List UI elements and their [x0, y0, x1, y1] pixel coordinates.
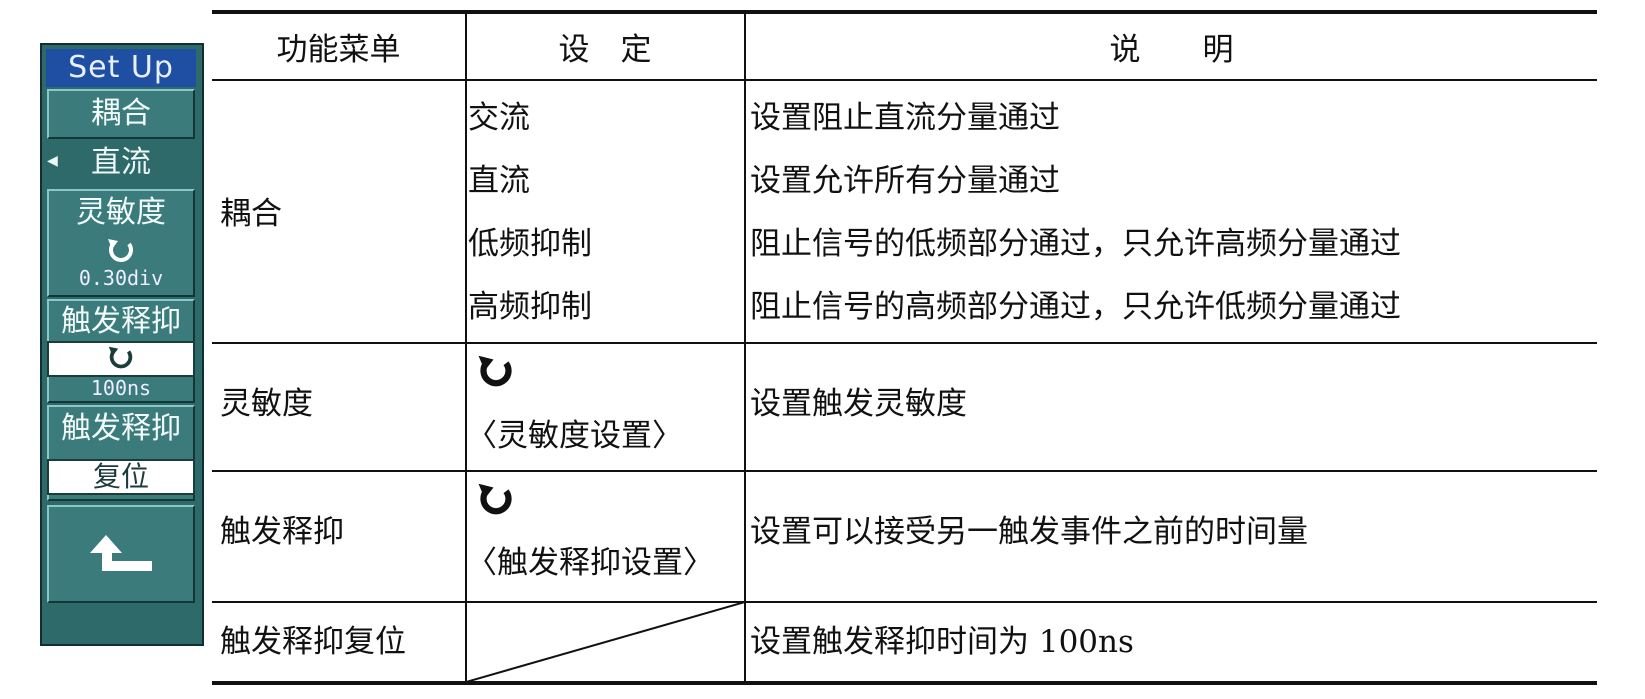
- desc-dc: 设置允许所有分量通过: [750, 163, 1060, 199]
- row-menu-holdoff: 触发释抑: [220, 514, 344, 550]
- holdoff-reset-label: 触发释抑: [61, 411, 181, 446]
- column-divider: [465, 10, 467, 685]
- trigger-setup-table: 功能菜单 设 定 说 明 耦合 交流 直流 低频抑制 高频抑制 设置阻止直流分量…: [212, 10, 1597, 686]
- row-menu-sensitivity: 灵敏度: [220, 386, 313, 422]
- reset-option-label: 复位: [92, 460, 149, 493]
- desc-ac: 设置阻止直流分量通过: [750, 100, 1060, 136]
- table-top-border: [212, 10, 1597, 14]
- setting-ac: 交流: [468, 100, 530, 136]
- holdoff-knob-box[interactable]: [47, 341, 195, 377]
- desc-sensitivity: 设置触发灵敏度: [750, 386, 967, 422]
- header-setting: 设 定: [558, 32, 652, 68]
- rotate-knob-icon: [478, 355, 512, 387]
- back-button[interactable]: [47, 505, 195, 603]
- rotate-knob-icon: [49, 235, 193, 267]
- desc-holdoff: 设置可以接受另一触发事件之前的时间量: [750, 514, 1308, 550]
- setting-sensitivity: 〈灵敏度设置〉: [466, 418, 683, 454]
- table-bottom-border: [212, 681, 1597, 685]
- desc-lf-reject: 阻止信号的低频部分通过，只允许高频分量通过: [750, 226, 1401, 262]
- header-description: 说 明: [1109, 32, 1234, 68]
- row-divider: [212, 342, 1597, 344]
- selector-arrow-icon: ◀: [47, 153, 58, 169]
- column-divider: [744, 10, 746, 685]
- holdoff-value: 100ns: [90, 376, 152, 400]
- sensitivity-label: 灵敏度: [76, 195, 166, 230]
- row-menu-coupling: 耦合: [220, 196, 282, 232]
- setting-dc: 直流: [468, 163, 530, 199]
- row-menu-holdoff-reset: 触发释抑复位: [220, 624, 406, 660]
- setting-holdoff: 〈触发释抑设置〉: [466, 545, 714, 581]
- return-arrow-icon: [90, 535, 152, 571]
- menu-title: Set Up: [46, 49, 196, 87]
- header-menu: 功能菜单: [276, 32, 401, 68]
- sensitivity-value: 0.30div: [78, 266, 164, 290]
- reset-option-box[interactable]: 复位: [47, 459, 195, 495]
- row-divider: [212, 470, 1597, 472]
- coupling-label: 耦合: [91, 96, 151, 131]
- rotate-knob-icon: [478, 483, 512, 515]
- coupling-value: ◀ 直流: [47, 145, 151, 180]
- desc-hf-reject: 阻止信号的高频部分通过，只允许低频分量通过: [750, 289, 1401, 325]
- holdoff-label: 触发释抑: [61, 304, 181, 339]
- coupling-menu-button[interactable]: 耦合: [47, 89, 195, 139]
- setting-lf-reject: 低频抑制: [468, 226, 592, 262]
- rotate-knob-icon: [49, 343, 193, 373]
- header-divider: [212, 79, 1597, 81]
- empty-cell-diagonal: [466, 602, 745, 682]
- desc-holdoff-reset: 设置触发释抑时间为 100ns: [750, 624, 1134, 660]
- oscilloscope-setup-menu: Set Up 耦合 ◀ 直流 灵敏度 0.30div 触发释抑 100ns: [40, 43, 204, 646]
- sensitivity-menu-button[interactable]: 灵敏度 0.30div: [47, 189, 195, 297]
- setting-hf-reject: 高频抑制: [468, 289, 592, 325]
- row-divider: [212, 601, 1597, 603]
